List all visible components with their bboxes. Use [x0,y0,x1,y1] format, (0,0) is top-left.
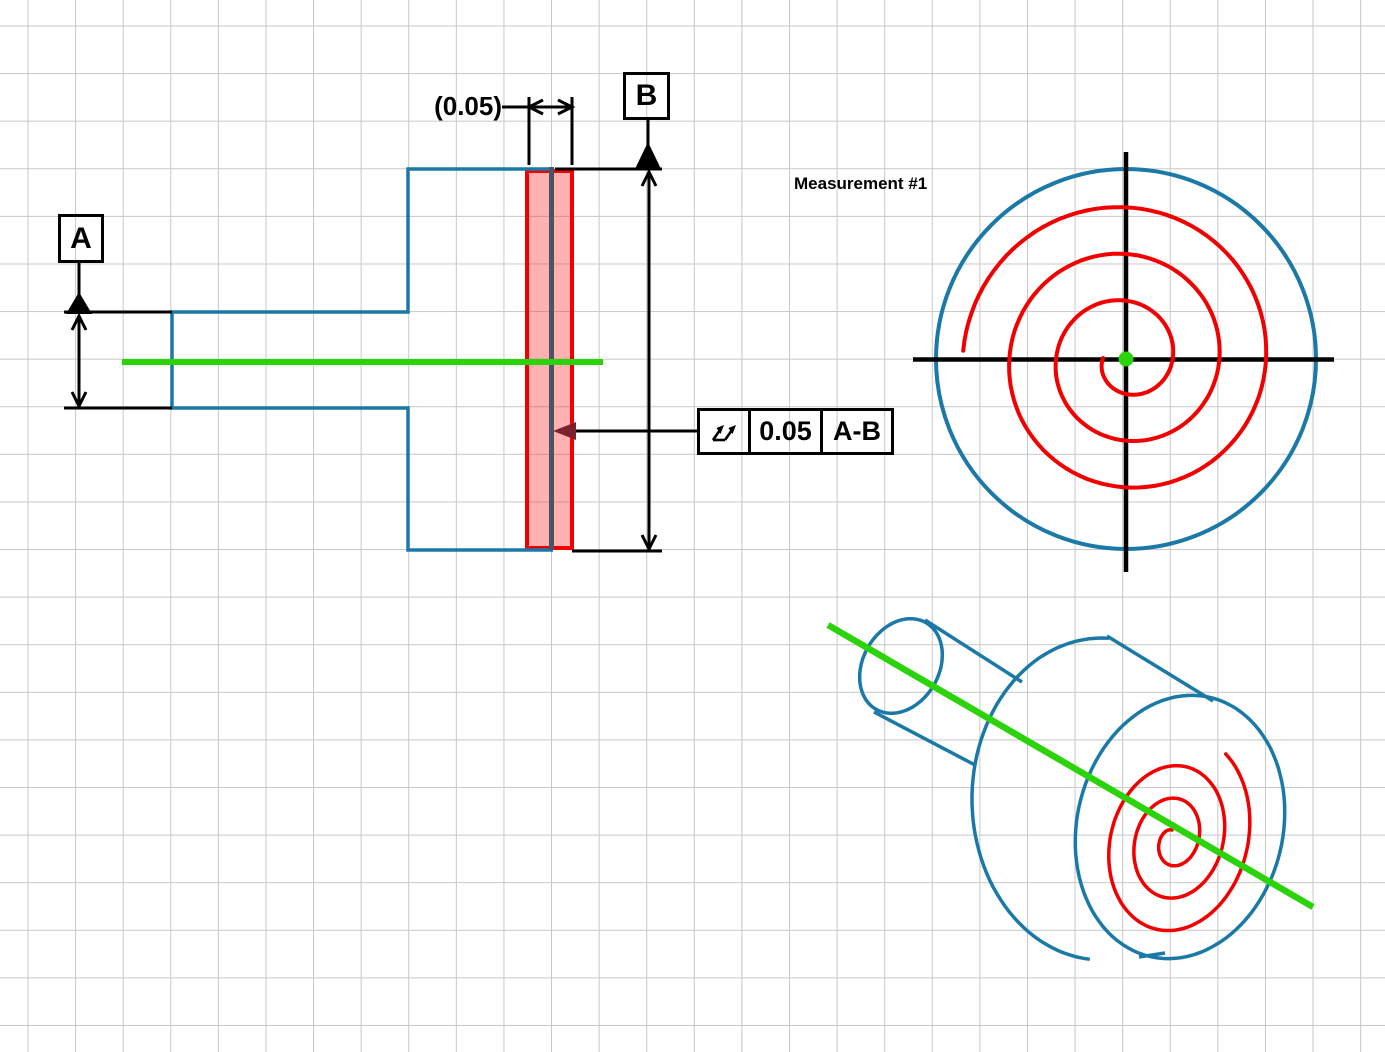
iso-axis-line [826,622,1315,910]
annotations [64,97,697,553]
iso-shaft-bottom-edge [873,710,976,767]
measurement-note: Measurement #1 [794,174,928,193]
width-dimension [502,97,576,165]
front-view [913,152,1334,572]
fcf-datum-refs: A-B [820,411,891,452]
total-runout-icon [700,411,748,452]
feature-control-frame: 0.05 A-B [697,408,894,455]
fcf-leader [553,422,697,440]
arrowhead-right-icon [557,98,576,116]
iso-disc-back-arc [970,636,1109,962]
iso-runout-trace-spiral [1107,752,1252,933]
arrowhead-up-icon [640,168,658,187]
datum-a-callout [64,263,172,410]
arrowhead-down-icon [640,534,658,553]
isometric-view [826,616,1315,962]
side-view [122,167,603,552]
datum-a-label: A [58,214,104,263]
leader-arrowhead-icon [553,422,576,440]
iso-shaft-top-edge [924,618,1023,684]
width-dimension-value: (0.05) [434,91,502,121]
iso-front-face-ellipse [1073,693,1287,961]
fcf-tolerance: 0.05 [748,411,820,452]
datum-axis-point [1118,351,1134,367]
datum-triangle-icon [635,142,661,169]
total-runout-glyph [711,424,736,441]
datum-b-callout [555,120,662,553]
arrowhead-down-icon [70,391,88,410]
arrowhead-left-icon [525,98,544,116]
arrowhead-up-icon [70,312,88,331]
datum-triangle-icon [66,292,92,314]
datum-b-label: B [623,72,670,120]
iso-disc-top-silhouette [1106,634,1214,703]
runout-trace-spiral [961,205,1269,490]
